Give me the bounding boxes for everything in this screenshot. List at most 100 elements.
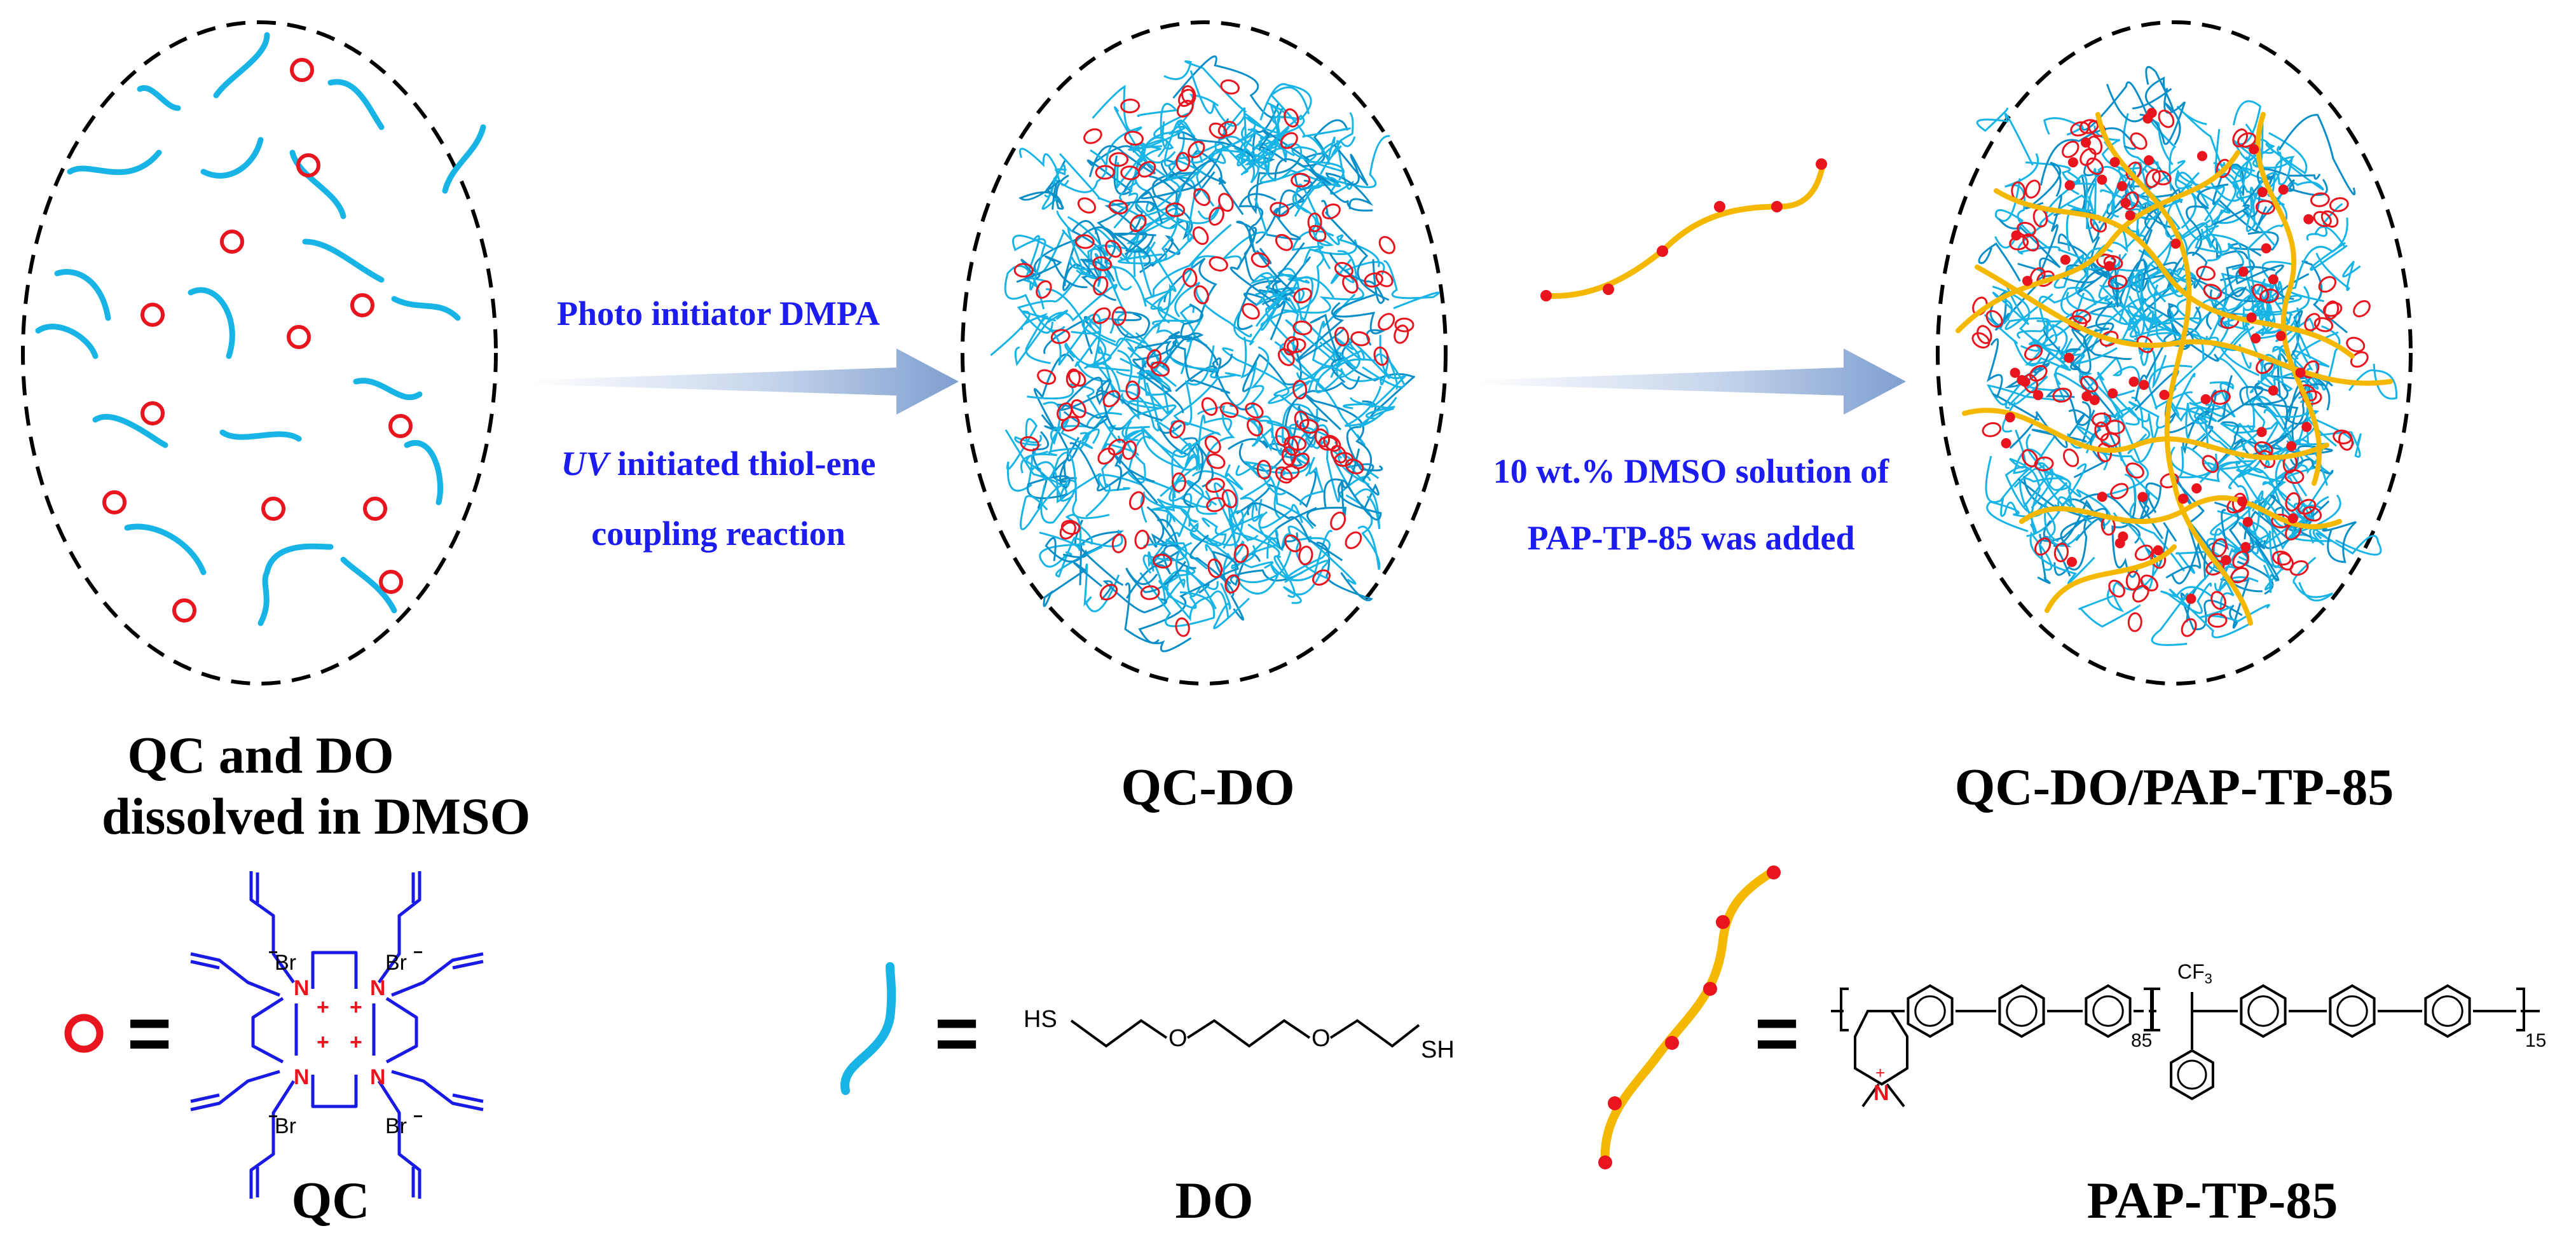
network-strand xyxy=(1986,338,2040,421)
network-strand xyxy=(1039,543,1085,568)
qc-node-ring xyxy=(2232,551,2249,569)
network-strand xyxy=(1012,235,1055,291)
qc-node-ring xyxy=(2062,141,2079,158)
pap-node xyxy=(2197,151,2207,162)
network-strand xyxy=(1167,131,1215,207)
network-strand xyxy=(1987,384,2064,406)
pap-cf3: CF3 xyxy=(2177,960,2212,987)
phenyl-ring xyxy=(1998,984,2045,1038)
qc-node-ring xyxy=(1298,546,1313,565)
pap-node xyxy=(2010,368,2020,378)
do-chain xyxy=(219,429,302,442)
pap-node xyxy=(2060,254,2071,265)
qc-node-ring xyxy=(1204,435,1221,454)
network-strand xyxy=(2066,170,2088,251)
network-strand xyxy=(2258,505,2328,551)
pap-node xyxy=(2022,275,2032,286)
network-strand xyxy=(1179,305,1196,375)
network-strand xyxy=(1114,453,1158,504)
arrow1-line1: Photo initiator DMPA xyxy=(557,294,880,333)
qc-node-ring xyxy=(2350,351,2369,368)
network-strand xyxy=(1259,83,1312,126)
network-strand xyxy=(2175,446,2217,479)
qc-node-ring xyxy=(1280,132,1298,149)
network-strand xyxy=(1057,403,1109,429)
qc-node-ring xyxy=(2099,331,2119,347)
qc-node-ring xyxy=(1246,418,1263,437)
qc-node-ring xyxy=(1178,88,1195,107)
network-strand xyxy=(2123,113,2159,174)
network-strand xyxy=(2004,352,2051,389)
qc-node-ring xyxy=(2304,313,2321,331)
qc-node-ring xyxy=(1220,79,1240,95)
network-strand xyxy=(2168,586,2251,638)
network-strand xyxy=(1279,343,1345,394)
network-strand xyxy=(1088,145,1156,193)
network-strand xyxy=(2085,356,2141,393)
qc-node-ring xyxy=(1097,447,1116,465)
network-strand xyxy=(1018,180,1064,210)
arrow2-line2: PAP-TP-85 was added xyxy=(1527,519,1855,557)
qc-node-ring xyxy=(2017,221,2036,237)
network-strand xyxy=(1236,470,1317,515)
qc-node-ring xyxy=(2025,179,2041,199)
qc-node-ring xyxy=(1134,529,1149,549)
network-strand xyxy=(2228,231,2279,257)
network-strand xyxy=(1284,376,1360,428)
pap-node xyxy=(2303,214,2314,224)
network-strand xyxy=(2245,157,2293,232)
network-strand xyxy=(2280,173,2321,192)
network-strand xyxy=(1084,362,1160,432)
qc-node-ring xyxy=(1250,252,1270,268)
qc-node-ring xyxy=(1037,369,1057,385)
qc-node-ring xyxy=(2212,538,2228,558)
network-strand xyxy=(1046,288,1130,372)
pap-node xyxy=(2246,312,2257,323)
network-strand xyxy=(1270,86,1351,138)
qc-node-ring xyxy=(2092,412,2112,427)
qc-node-ring xyxy=(1077,197,1097,214)
network-strand xyxy=(1056,210,1098,279)
network-strand xyxy=(1998,218,2061,277)
qc-node-ring xyxy=(1394,324,1409,344)
network-strand xyxy=(2100,162,2149,211)
network-strand xyxy=(1071,220,1116,265)
qc-node-ring xyxy=(2079,148,2097,166)
pap-node xyxy=(2125,210,2135,221)
network-strand xyxy=(2315,532,2382,556)
pap-node xyxy=(2107,388,2118,399)
qc-node-ring xyxy=(2237,132,2257,148)
network-strand xyxy=(2032,334,2070,403)
qc-node-ring xyxy=(1071,399,1086,418)
qc-node-ring xyxy=(1192,226,1209,245)
qc-n4: N xyxy=(370,1065,386,1089)
qc-node-ring xyxy=(2079,119,2099,134)
network-strand xyxy=(1116,369,1163,420)
qc-node-ring xyxy=(2125,462,2144,479)
network-strand xyxy=(2205,287,2269,343)
qc-node-ring xyxy=(2080,375,2099,393)
qc-node-ring xyxy=(2216,158,2231,179)
qc-node-ring xyxy=(1277,348,1295,366)
phenyl-aromatic xyxy=(2006,995,2038,1027)
network-strand xyxy=(2348,364,2397,400)
network-strand xyxy=(2045,387,2095,426)
do-chain xyxy=(327,79,385,130)
stage1-label-line1: QC and DO xyxy=(127,726,394,784)
network-strand xyxy=(1169,343,1242,379)
network-strand xyxy=(1203,550,1239,587)
qc-node-ring xyxy=(2207,613,2228,628)
network-strand xyxy=(1168,456,1212,508)
network-strand xyxy=(1228,520,1296,598)
qc-node-ring xyxy=(2320,210,2339,228)
network-strand xyxy=(2017,195,2062,272)
network-strand xyxy=(1297,248,1325,312)
qc-node-ring xyxy=(1108,199,1128,215)
qc-br3: Br xyxy=(275,1114,296,1138)
qc-br4: Br xyxy=(385,1114,407,1138)
network-strand xyxy=(1191,464,1243,490)
pap-cf3-sub: 3 xyxy=(2204,970,2212,987)
network-strand xyxy=(1230,226,1286,341)
network-strand xyxy=(1331,301,1385,346)
pap-sub85: 85 xyxy=(2131,1030,2153,1051)
